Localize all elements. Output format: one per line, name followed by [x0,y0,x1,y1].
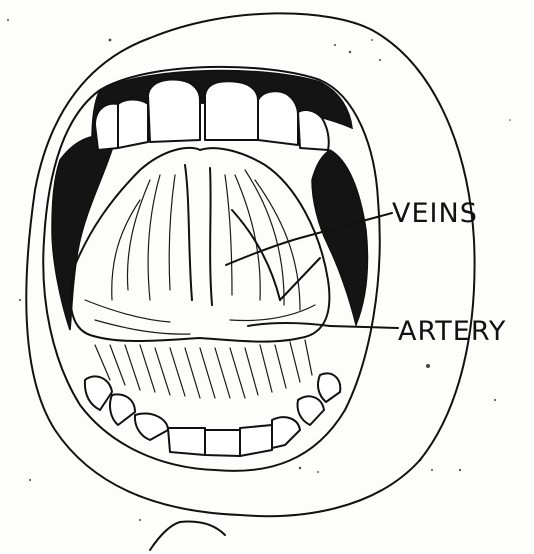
floor-hatching [95,340,312,398]
tongue-folds [85,170,315,334]
chin-mark [150,522,225,550]
artery-label: ARTERY [398,316,506,347]
veins-label: VEINS [392,198,478,229]
veins-leader-2 [280,258,320,300]
cavity-shading-right [312,150,368,325]
artery [248,323,330,326]
cavity-shading-left [52,136,115,330]
artery-leader [330,326,398,328]
veins [226,210,300,300]
tongue-outline [70,148,329,342]
tongue-frenulum [185,165,212,305]
